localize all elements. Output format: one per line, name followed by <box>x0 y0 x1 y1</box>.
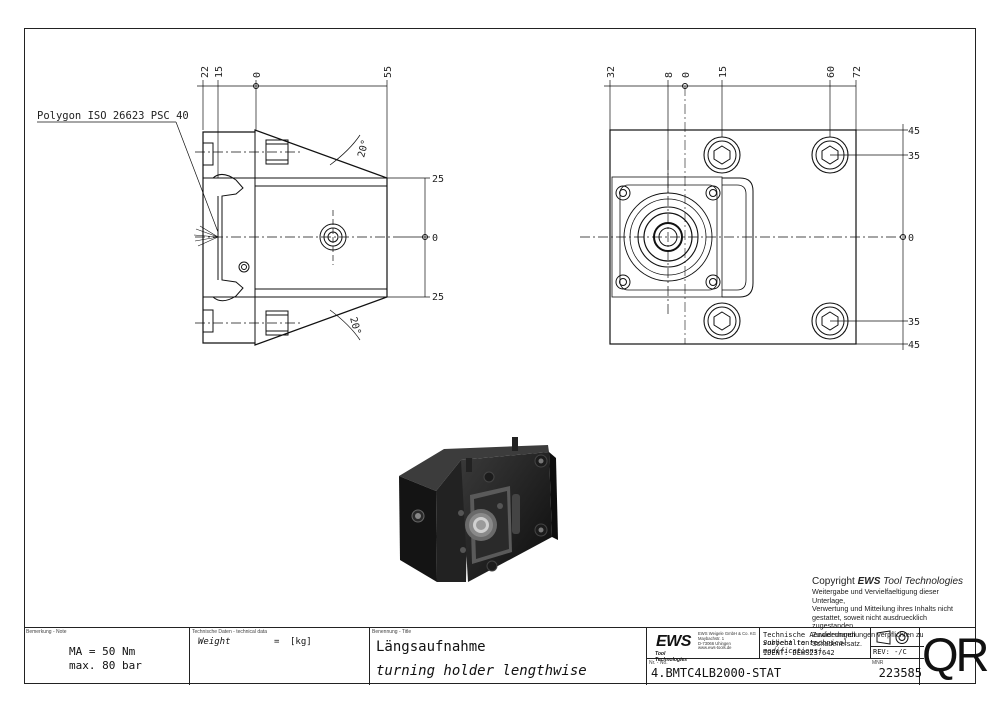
title-cell: Benennung - Title Längsaufnahme turning … <box>370 628 647 685</box>
dim-32: 32 <box>606 66 617 78</box>
dim-45-top: 45 <box>908 126 920 137</box>
mnr-number: 223585 <box>878 666 922 680</box>
angle-top: 20° <box>356 138 371 158</box>
dim-35-bottom: 35 <box>908 317 920 328</box>
drawing-sheet <box>24 28 976 684</box>
dim-45-bottom: 45 <box>908 340 920 351</box>
title-german: Längsaufnahme <box>376 639 486 655</box>
dim-15: 15 <box>214 66 225 78</box>
dim-0-right: 0 <box>432 233 438 244</box>
dim-25-bottom: 25 <box>432 292 444 303</box>
copyright-notice: Copyright EWS Tool Technologies Weiterga… <box>812 576 964 648</box>
ews-logo: EWS Tool Technologies <box>655 633 691 663</box>
company-address: EWS Weigele GmbH & Co. KG Maybachstr. 1 … <box>698 631 756 651</box>
angle-bottom: 20° <box>347 316 362 336</box>
polygon-note: Polygon ISO 26623 PSC 40 <box>37 110 189 122</box>
qr-mark: QR <box>922 628 989 681</box>
dim-35-top: 35 <box>908 151 920 162</box>
dim-25-top: 25 <box>432 174 444 185</box>
projection-symbol <box>870 628 924 647</box>
tech-data-cell: Technische Daten - technical data Weight… <box>190 628 370 685</box>
revision-box: REV: -/C <box>870 647 924 659</box>
ident-number: IDENT: DEWS237642 <box>763 649 835 657</box>
projection-icon <box>876 630 909 645</box>
isometric-render <box>399 437 558 582</box>
weight-label: Weight <box>198 637 231 647</box>
dim-0-front-right: 0 <box>908 233 914 244</box>
pressure-note: max. 80 bar <box>69 659 142 672</box>
side-view <box>37 80 430 346</box>
number-row: Nr. - No. 4.BMTC4LB2000-STAT MNR 223585 <box>649 660 922 680</box>
side-view-dimensions: 22 15 0 55 25 0 25 20° 20° <box>200 66 444 336</box>
dim-0-front: 0 <box>681 72 692 78</box>
dim-22: 22 <box>200 66 211 78</box>
weight-unit: [kg] <box>290 637 312 647</box>
title-block: Bemerkung - Note MA = 50 Nm max. 80 bar … <box>24 627 989 685</box>
title-english: turning holder lengthwise <box>376 663 587 679</box>
qr-cell: QR <box>920 628 989 685</box>
company-cell: EWS Tool Technologies EWS Weigele GmbH &… <box>647 628 924 685</box>
dim-15-front: 15 <box>718 66 729 78</box>
front-view <box>580 80 908 350</box>
front-view-dimensions: 32 8 0 15 60 72 45 35 0 35 45 <box>606 66 920 351</box>
dim-60: 60 <box>826 66 837 78</box>
dim-72: 72 <box>852 66 863 78</box>
dim-55: 55 <box>383 66 394 78</box>
dim-8: 8 <box>664 72 675 78</box>
company-logo-box: EWS Tool Technologies EWS Weigele GmbH &… <box>647 628 760 663</box>
modification-box: Technische Aenderungen vorbehalten! Subj… <box>760 628 870 659</box>
part-number: 4.BMTC4LB2000-STAT <box>651 666 782 680</box>
dim-0: 0 <box>252 72 263 78</box>
torque-note: MA = 50 Nm <box>69 645 136 658</box>
revision: REV: -/C <box>873 648 907 656</box>
note-cell: Bemerkung - Note MA = 50 Nm max. 80 bar <box>24 628 190 685</box>
